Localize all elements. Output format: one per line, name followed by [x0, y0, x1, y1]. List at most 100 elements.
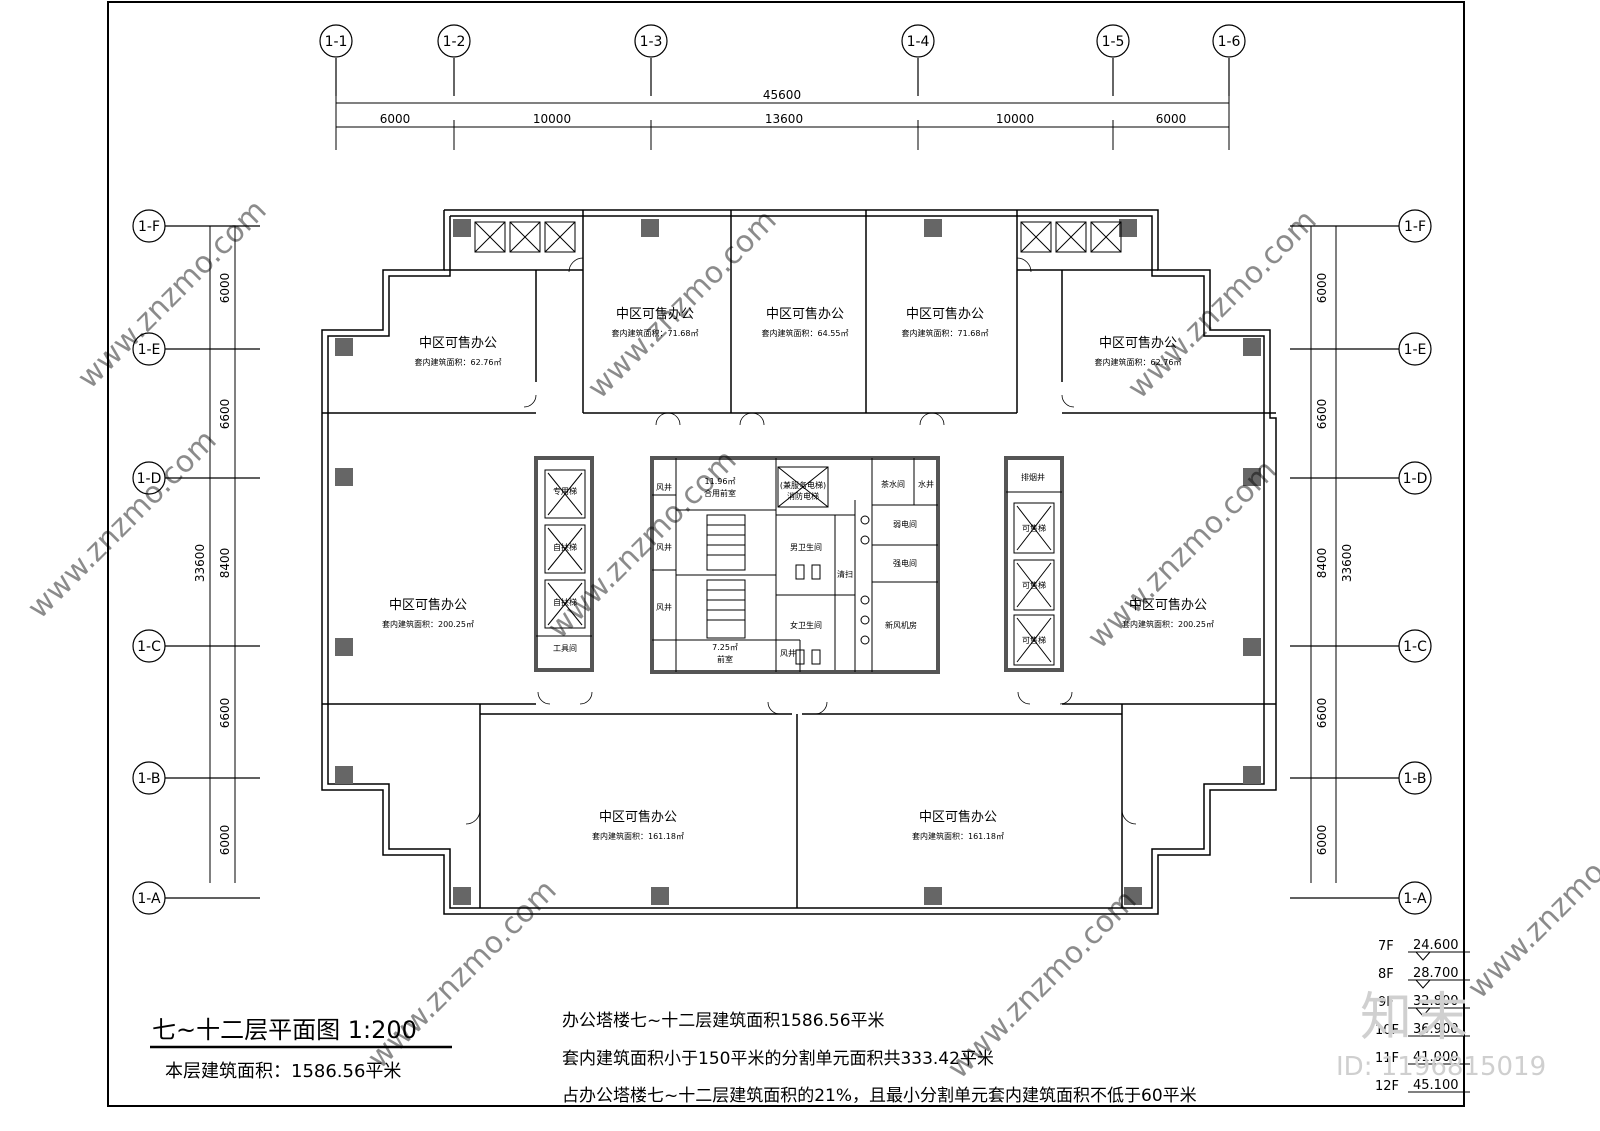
axis-col-2: 1-2 — [443, 34, 466, 50]
drawing-subtitle: 本层建筑面积：1586.56平米 — [165, 1061, 401, 1082]
label-qs-area: 7.25㎡ — [712, 643, 738, 652]
dim-right-1: 6000 — [1315, 273, 1329, 304]
label-xinfeng: 新风机房 — [885, 620, 917, 630]
label-hy-name: 合用前室 — [704, 488, 736, 498]
dim-left-5: 6000 — [218, 825, 232, 856]
label-zhuanyong: 专用梯 — [553, 486, 577, 496]
core-right-lifts — [1004, 456, 1064, 672]
axis-col-3: 1-3 — [640, 34, 663, 50]
dim-top-1: 6000 — [380, 112, 411, 126]
unit-3-name: 中区可售办公 — [906, 306, 984, 322]
grid-axes — [132, 24, 1432, 915]
axis-row-right-c: 1-C — [1403, 639, 1427, 655]
core-labels: 专用梯 自扶梯 自扶梯 工具间 风井 风井 风井 11.96㎡ 合用前室 7.2… — [553, 472, 1046, 664]
level-floor-2: 8F — [1378, 967, 1394, 982]
unit-labels: 中区可售办公 套内建筑面积：71.68㎡ 中区可售办公 套内建筑面积：64.55… — [382, 306, 1214, 841]
axis-row-right-a: 1-A — [1403, 891, 1427, 907]
unit-8-name: 中区可售办公 — [599, 809, 677, 825]
dim-top-3: 13600 — [765, 112, 803, 126]
note-2: 套内建筑面积小于150平米的分割单元面积共333.42平米 — [562, 1049, 994, 1069]
unit-9-name: 中区可售办公 — [919, 809, 997, 825]
axis-row-right-f: 1-F — [1404, 219, 1426, 235]
unit-7-name: 中区可售办公 — [1129, 597, 1207, 613]
sheet-border — [107, 1, 1465, 1107]
unit-4-area: 套内建筑面积：62.76㎡ — [415, 357, 502, 367]
dim-top-total: 45600 — [763, 88, 801, 102]
watermark-site-2: www.znzmo.com — [581, 203, 784, 406]
dim-left-3: 8400 — [218, 548, 232, 579]
note-3: 占办公塔楼七~十二层建筑面积的21%，且最小分割单元套内建筑面积不低于60平米 — [562, 1086, 1197, 1106]
structural-columns — [335, 219, 1261, 905]
label-women-wc: 女卫生间 — [790, 620, 822, 630]
unit-9-area: 套内建筑面积：161.18㎡ — [912, 831, 1004, 841]
axis-row-left-d: 1-D — [137, 471, 162, 487]
building-walls — [321, 209, 1277, 915]
label-fire-lift-1: (兼服务电梯) — [780, 480, 826, 490]
axis-row-left-e: 1-E — [138, 342, 161, 358]
axis-row-left-c: 1-C — [137, 639, 161, 655]
level-elev-1: 24.600 — [1413, 938, 1459, 953]
label-fire-lift-2: 消防电梯 — [787, 491, 819, 501]
label-qingjie: 清扫 — [837, 569, 853, 579]
unit-1-area: 套内建筑面积：71.68㎡ — [612, 328, 699, 338]
core-center — [650, 456, 940, 674]
level-elev-3: 32.800 — [1413, 994, 1459, 1009]
unit-6-area: 套内建筑面积：200.25㎡ — [382, 619, 474, 629]
axis-row-right-e: 1-E — [1404, 342, 1427, 358]
axis-col-4: 1-4 — [907, 34, 930, 50]
label-chashui: 茶水间 — [881, 479, 905, 489]
dim-top-2: 10000 — [533, 112, 571, 126]
label-qs-name: 前室 — [717, 654, 733, 664]
door-swings — [465, 257, 1137, 825]
watermarks: www.znzmo.com www.znzmo.com www.znzmo.co… — [21, 193, 1600, 1086]
dim-right-2: 6600 — [1315, 399, 1329, 430]
label-fengjing-4: 风井 — [780, 648, 796, 658]
watermark-site-1: www.znzmo.com — [71, 193, 274, 396]
watermark-site-4: www.znzmo.com — [21, 423, 224, 626]
lift-shafts-top — [474, 221, 1122, 253]
unit-4-name: 中区可售办公 — [419, 335, 497, 351]
unit-5-area: 套内建筑面积：62.76㎡ — [1095, 357, 1182, 367]
axis-col-1: 1-1 — [325, 34, 348, 50]
dim-top-4: 10000 — [996, 112, 1034, 126]
axis-labels: 1-1 1-2 1-3 1-4 1-5 1-6 1-F 1-E 1-D 1-C … — [137, 34, 1428, 907]
level-floor-5: 11F — [1375, 1051, 1399, 1066]
dim-right-total: 33600 — [1340, 544, 1354, 582]
label-zifu-2: 自扶梯 — [553, 597, 577, 607]
dim-left-1: 6000 — [218, 273, 232, 304]
id-watermark: ID: 1196815019 — [1336, 1052, 1547, 1082]
unit-5-name: 中区可售办公 — [1099, 335, 1177, 351]
level-floor-3: 9F — [1378, 995, 1394, 1010]
level-elev-2: 28.700 — [1413, 966, 1459, 981]
dim-right-4: 6600 — [1315, 698, 1329, 729]
label-keyou-1: 可售梯 — [1022, 523, 1046, 533]
label-fengjing-2: 风井 — [656, 542, 672, 552]
label-gongju: 工具间 — [553, 644, 577, 653]
dimension-text: 45600 6000 10000 13600 10000 6000 33600 … — [193, 88, 1354, 855]
dimension-lines — [209, 96, 1337, 883]
axis-row-left-b: 1-B — [137, 771, 160, 787]
label-fengjing-1: 风井 — [656, 482, 672, 492]
label-fengjing-3: 风井 — [656, 602, 672, 612]
unit-8-area: 套内建筑面积：161.18㎡ — [592, 831, 684, 841]
dim-left-4: 6600 — [218, 698, 232, 729]
axis-row-left-f: 1-F — [138, 219, 160, 235]
dim-right-3: 8400 — [1315, 548, 1329, 579]
level-elev-4: 36.900 — [1413, 1022, 1459, 1037]
dim-top-5: 6000 — [1156, 112, 1187, 126]
level-floor-6: 12F — [1375, 1079, 1399, 1094]
unit-2-area: 套内建筑面积：64.55㎡ — [762, 328, 849, 338]
label-zifu-1: 自扶梯 — [553, 542, 577, 552]
unit-7-area: 套内建筑面积：200.25㎡ — [1122, 619, 1214, 629]
core-left-lifts — [534, 456, 594, 672]
axis-row-right-b: 1-B — [1403, 771, 1426, 787]
axis-col-5: 1-5 — [1102, 34, 1125, 50]
note-1: 办公塔楼七~十二层建筑面积1586.56平米 — [562, 1011, 885, 1031]
dim-left-total: 33600 — [193, 544, 207, 582]
dim-left-2: 6600 — [218, 399, 232, 430]
unit-3-area: 套内建筑面积：71.68㎡ — [902, 328, 989, 338]
dim-right-5: 6000 — [1315, 825, 1329, 856]
label-shuijing: 水井 — [918, 479, 934, 489]
unit-6-name: 中区可售办公 — [389, 597, 467, 613]
